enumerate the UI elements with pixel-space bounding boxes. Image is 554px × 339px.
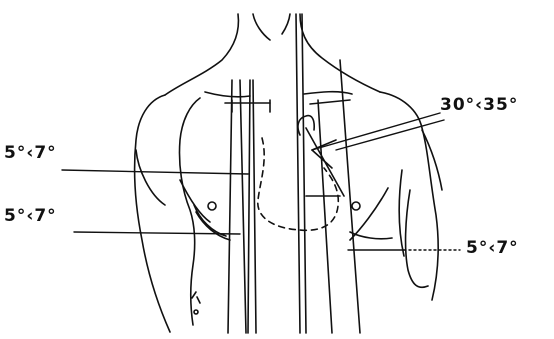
leader-upper-left [62, 170, 248, 174]
torso-outline [135, 92, 442, 332]
right-nipple [352, 202, 360, 210]
angle-label-middle-left: 5°‹7° [4, 206, 57, 226]
leader-upper-right-2 [336, 120, 444, 150]
chest-details [192, 92, 360, 314]
left-nipple [208, 202, 216, 210]
leader-upper-right [312, 113, 440, 150]
angle-label-upper-right: 30°‹35° [440, 95, 518, 115]
angle-label-lower-right: 5°‹7° [466, 238, 519, 258]
neck-outline [165, 14, 380, 95]
angle-label-upper-left: 5°‹7° [4, 143, 57, 163]
